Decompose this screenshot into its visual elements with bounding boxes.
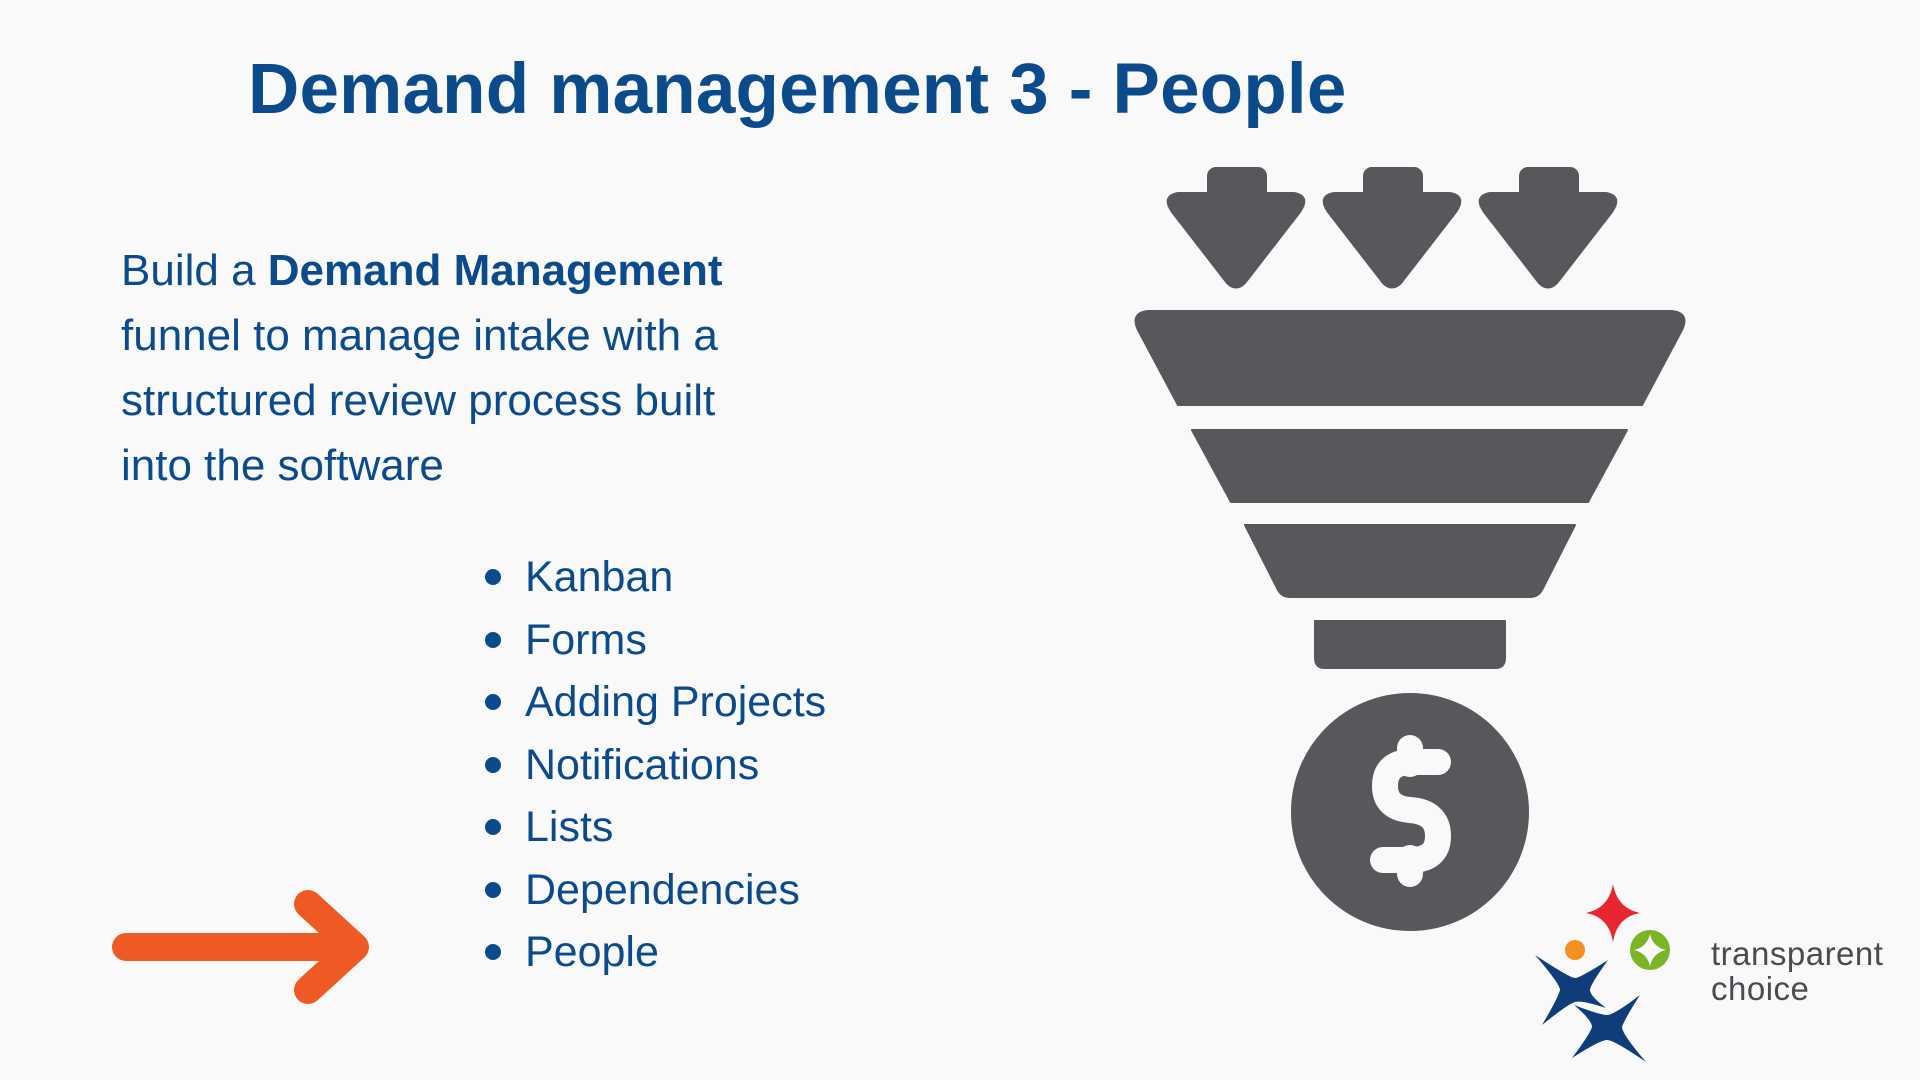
list-item-highlighted: People xyxy=(480,921,826,984)
list-item-label: People xyxy=(525,928,659,976)
arrow-down-icon xyxy=(1322,167,1462,289)
logo-green-star-icon xyxy=(1630,930,1670,970)
dollar-coin-icon xyxy=(1291,693,1529,931)
arrow-down-icon xyxy=(1166,167,1306,289)
bullet-icon xyxy=(485,631,501,648)
intro-emphasis: Demand Management xyxy=(267,246,723,295)
arrow-down-icon xyxy=(1478,167,1618,289)
dollar-sign-icon xyxy=(1370,735,1451,887)
list-item: Notifications xyxy=(480,734,826,797)
intro-prefix: Build a xyxy=(121,246,268,295)
intro-paragraph: Build a Demand Management funnel to mana… xyxy=(121,238,881,498)
feature-list: Kanban Forms Adding Projects Notificatio… xyxy=(480,546,826,984)
list-item-label: Dependencies xyxy=(525,865,800,914)
list-item: Dependencies xyxy=(480,859,826,922)
bullet-icon xyxy=(485,944,501,960)
list-item: Lists xyxy=(480,796,826,859)
list-item-label: Notifications xyxy=(525,740,760,789)
bullet-icon xyxy=(485,881,501,898)
logo-red-star-icon xyxy=(1586,884,1640,942)
logo-wordmark: transparent choice xyxy=(1711,936,1883,1006)
bullet-icon xyxy=(485,819,501,835)
logo-blue-star-icon xyxy=(1535,955,1608,1025)
list-item-label: Kanban xyxy=(525,553,674,601)
list-item-label: Adding Projects xyxy=(525,678,827,726)
list-item-label: Lists xyxy=(525,803,614,851)
list-item: Adding Projects xyxy=(480,671,826,734)
arrow-right-icon xyxy=(112,890,369,1004)
intro-line-3: structured review process built xyxy=(121,376,716,425)
list-item: Forms xyxy=(480,609,826,672)
funnel-icon xyxy=(1134,310,1686,669)
logo-orange-dot-icon xyxy=(1565,940,1585,960)
list-item-label: Forms xyxy=(525,615,647,664)
list-item: Kanban xyxy=(480,546,826,609)
logo-blue-star-icon xyxy=(1572,995,1646,1062)
bullet-icon xyxy=(485,569,501,585)
intro-line-2: funnel to manage intake with a xyxy=(121,311,718,360)
slide-title: Demand management 3 - People xyxy=(248,50,1347,129)
logo-line-1: transparent xyxy=(1711,935,1884,972)
logo-line-2: choice xyxy=(1711,970,1810,1007)
bullet-icon xyxy=(485,694,501,710)
intro-line-4: into the software xyxy=(121,441,444,490)
bullet-icon xyxy=(485,756,501,773)
